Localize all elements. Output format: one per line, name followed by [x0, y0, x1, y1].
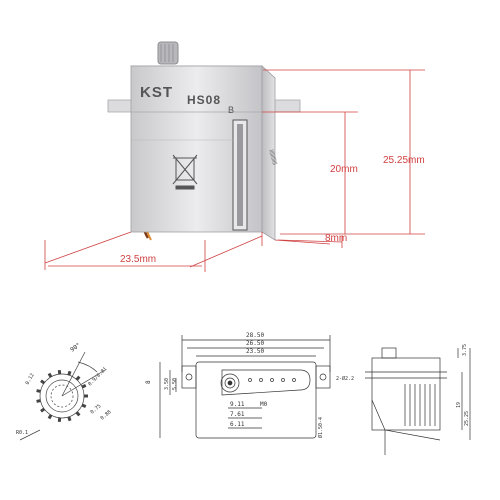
front-hole-label: M0: [260, 401, 268, 408]
dim-depth: 8mm: [325, 233, 347, 244]
side-height-2: 19: [456, 402, 462, 408]
gear-tooth: [81, 403, 87, 408]
photo-dimension-lines: [44, 69, 425, 272]
side-height-1: 3.75: [462, 344, 468, 356]
gear-label-1: 0.12: [25, 373, 36, 386]
front-hub-3: 6.11: [230, 421, 245, 428]
gear-tooth: [47, 414, 53, 420]
brand-logo: KST: [140, 84, 173, 101]
front-hub-1: 9.11: [230, 401, 245, 408]
side-height-3: 25.25: [464, 411, 470, 426]
model-name: HS08: [187, 93, 221, 107]
gear-teeth: [36, 369, 88, 423]
side-drawing: [365, 347, 471, 455]
gear-tooth: [81, 384, 87, 389]
gear-tooth: [36, 399, 41, 403]
gear-label-3: 0.75: [89, 403, 102, 415]
arm-hole: [259, 378, 263, 382]
dim-width: 23.5mm: [120, 254, 156, 265]
front-right-dim-2: Ø1.50-4: [317, 417, 324, 438]
gear-tooth: [67, 416, 72, 422]
front-left-dim-3: 5.50: [172, 378, 178, 390]
front-left-dim-2: 3.50: [164, 378, 170, 390]
front-width-1: 28.50: [246, 332, 264, 339]
gear-tooth: [75, 375, 81, 381]
arm-holes: [248, 378, 296, 382]
front-width-3: 23.50: [246, 348, 264, 355]
front-width-2: 26.50: [246, 340, 264, 347]
weee-bin-icon: [172, 154, 198, 190]
gear-drawing: [19, 351, 106, 441]
gear-label-2: 0.9/0.81: [87, 366, 108, 387]
gear-tooth: [75, 411, 81, 417]
arm-hole: [270, 378, 274, 382]
gear-tooth: [36, 389, 41, 393]
gear-tooth: [47, 372, 53, 378]
gear-tooth: [67, 370, 72, 376]
front-hub-2: 7.61: [230, 411, 245, 418]
servo-photo: KST HS08 B ||||||||||||: [107, 41, 301, 241]
front-drawing: [159, 335, 331, 439]
dim-height-body: 20mm: [330, 164, 358, 175]
gear-tooth: [40, 379, 46, 385]
front-left-dim-1: 8: [145, 380, 152, 384]
dim-height-total: 25.25mm: [383, 155, 425, 166]
gear-label-4: 0.88: [99, 409, 112, 421]
side-face-text: ||||||||||||: [268, 149, 278, 166]
arm-hole: [292, 378, 296, 382]
arm-hole: [248, 378, 252, 382]
gear-label-5: R0.1: [16, 430, 28, 436]
gear-tooth: [40, 407, 46, 413]
front-right-dim-1: 2-Ø2.2: [336, 375, 354, 382]
side-ribs: [404, 384, 436, 426]
arm-hole: [281, 378, 285, 382]
gear-angle: 90°: [69, 342, 82, 354]
model-suffix: B: [228, 105, 234, 115]
